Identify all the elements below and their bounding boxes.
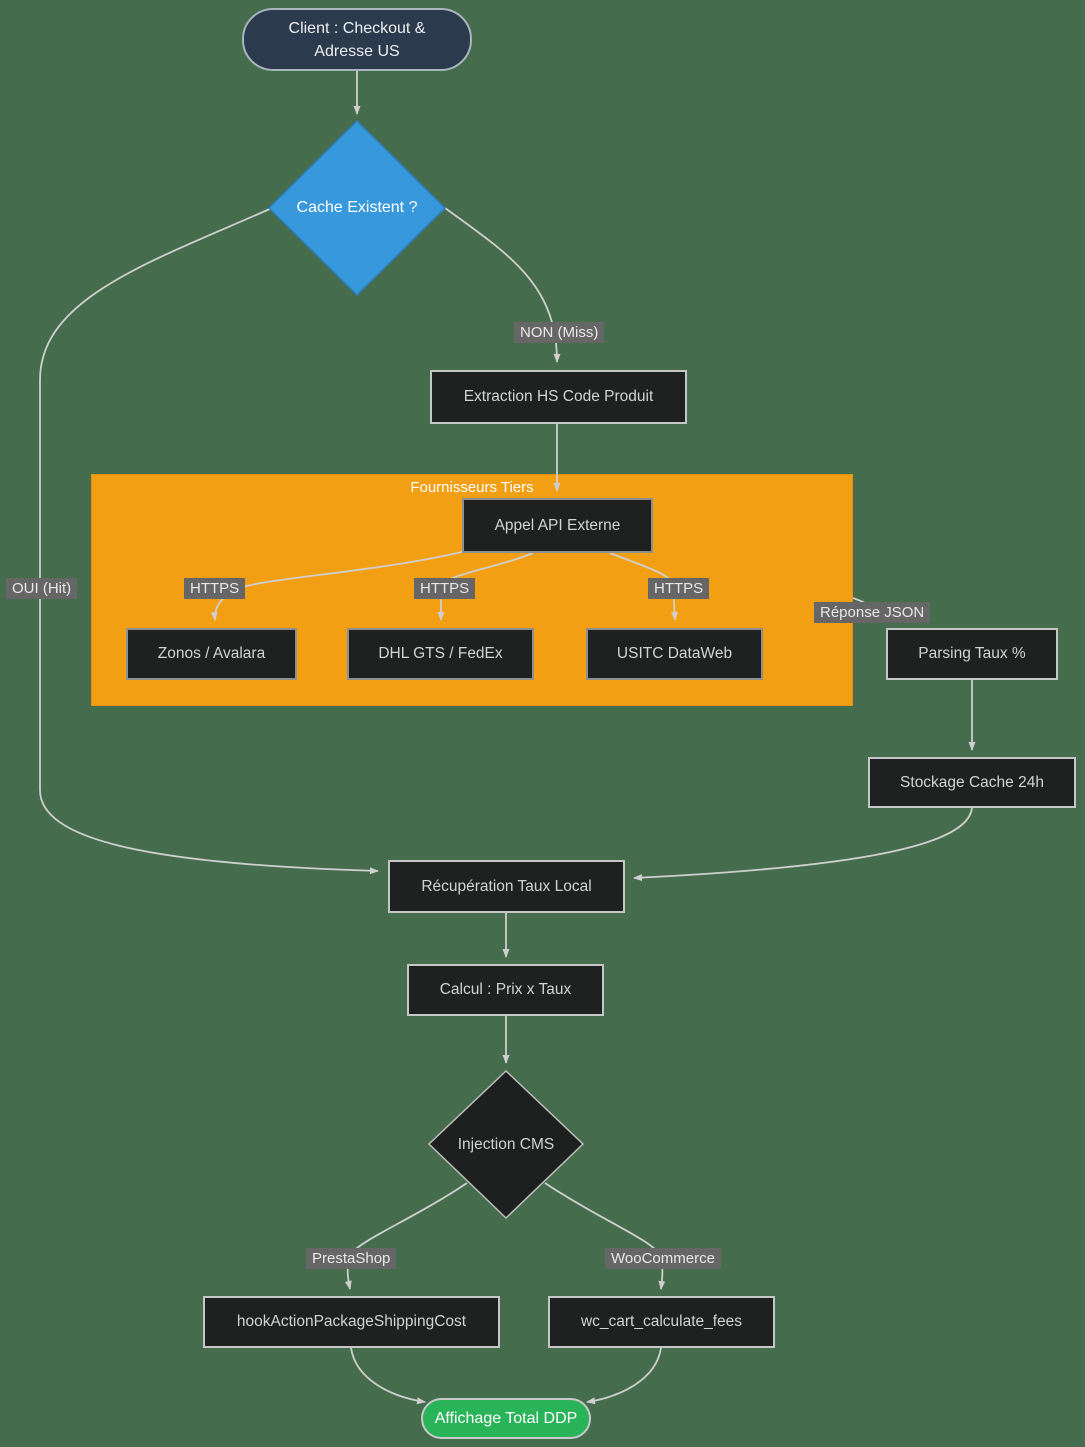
node-dhl-gts-fedex: DHL GTS / FedEx xyxy=(347,628,534,680)
edge-appel-to-zonos xyxy=(210,550,467,621)
node-recuperation-taux-local: Récupération Taux Local xyxy=(388,860,625,913)
node-hook-prestashop: hookActionPackageShippingCost xyxy=(203,1296,500,1348)
edge-label-prestashop: PrestaShop xyxy=(306,1248,397,1269)
edge-label-https-mid: HTTPS xyxy=(414,578,476,599)
edge-label-https-left: HTTPS xyxy=(184,578,246,599)
edge-label-non-miss: NON (Miss) xyxy=(514,322,605,343)
node-hook-woocommerce: wc_cart_calculate_fees xyxy=(548,1296,775,1348)
edge-label-reponse-json: Réponse JSON xyxy=(814,602,931,623)
node-stockage-cache: Stockage Cache 24h xyxy=(868,757,1076,808)
decision-injection-diamond xyxy=(427,1069,585,1220)
decision-cache-diamond xyxy=(267,119,447,297)
node-calcul-prix-taux: Calcul : Prix x Taux xyxy=(407,964,604,1016)
node-client-checkout: Client : Checkout & Adresse US xyxy=(242,8,472,71)
node-zonos-avalara: Zonos / Avalara xyxy=(126,628,297,680)
edge-woo-to-affichage xyxy=(586,1347,662,1405)
node-appel-api-externe: Appel API Externe xyxy=(462,498,653,553)
node-parsing-taux: Parsing Taux % xyxy=(886,628,1058,680)
node-extraction-hs-code: Extraction HS Code Produit xyxy=(430,370,687,424)
edge-injection-prestashop xyxy=(344,1182,468,1290)
edge-injection-woocommerce xyxy=(544,1182,666,1290)
edge-cache-oui-hit xyxy=(39,207,379,875)
node-affichage-total-ddp: Affichage Total DDP xyxy=(421,1398,591,1439)
edge-label-woocommerce: WooCommerce xyxy=(605,1248,721,1269)
node-usitc-dataweb: USITC DataWeb xyxy=(586,628,763,680)
edge-stockage-to-recuperation xyxy=(633,807,973,882)
cluster-title: Fournisseurs Tiers xyxy=(410,479,534,496)
edge-label-oui-hit: OUI (Hit) xyxy=(6,578,78,599)
edge-label-https-right: HTTPS xyxy=(648,578,710,599)
edge-presta-to-affichage xyxy=(350,1347,426,1405)
